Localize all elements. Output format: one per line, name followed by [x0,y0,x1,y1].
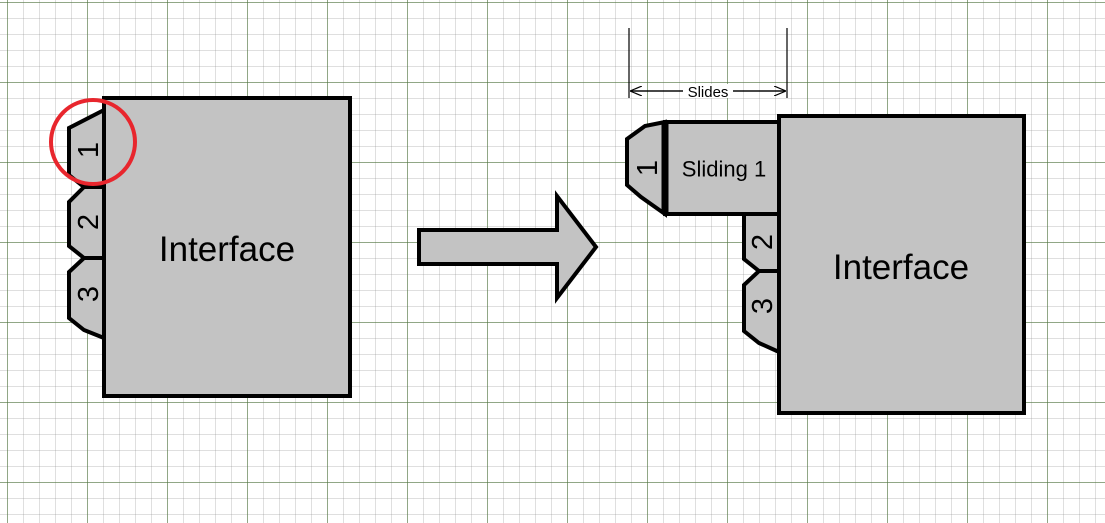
slides-dimension-label: Slides [688,84,729,101]
left-interface-label: Interface [159,230,295,269]
left-tab-3-label: 3 [73,286,105,302]
transition-arrow [417,190,599,304]
left-group: Interface 1 2 3 [49,96,352,398]
left-tab-1[interactable]: 1 [67,106,106,189]
right-tab-2[interactable]: 2 [742,212,781,273]
highlight-circle [49,98,137,186]
right-tab-1-label: 1 [632,160,664,176]
right-tab-3-label: 3 [747,298,779,314]
right-interface-box [777,114,1026,415]
right-tab-3[interactable]: 3 [742,269,781,356]
right-group: Slides Sliding 1 1 2 3 Interface [625,28,1026,415]
left-tab-2-label: 2 [73,214,105,230]
slides-dimension: Slides [628,28,788,101]
left-interface-box [102,96,352,398]
right-tab-1[interactable]: 1 [625,119,669,218]
sliding-panel-label: Sliding 1 [682,157,766,182]
right-interface-label: Interface [833,248,969,287]
sliding-panel[interactable] [663,120,782,216]
left-tab-3[interactable]: 3 [67,256,106,341]
right-tab-2-label: 2 [747,234,779,250]
left-tab-2[interactable]: 2 [67,185,106,260]
left-tab-1-label: 1 [73,142,105,158]
